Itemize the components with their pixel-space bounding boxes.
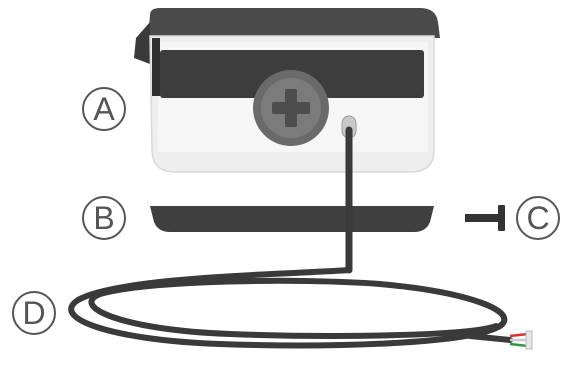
callout-d-label: D: [22, 297, 45, 329]
part-c-screw: [465, 205, 505, 231]
cable-lead: [470, 336, 510, 340]
callout-a-label: A: [93, 93, 114, 125]
callout-b: B: [82, 196, 126, 240]
housing-left-tab: [134, 22, 150, 64]
part-b-base-plate: [150, 206, 434, 232]
part-a-housing: [134, 8, 440, 172]
cable-coil-inner: [91, 294, 496, 336]
housing-left-stripe: [152, 38, 160, 96]
housing-top-cap: [148, 8, 440, 38]
cable-wire-ends: [510, 331, 532, 349]
callout-c: C: [516, 196, 560, 240]
wire-green: [510, 344, 528, 346]
callout-a: A: [82, 87, 126, 131]
base-plate-shape: [150, 206, 434, 232]
callout-d: D: [12, 291, 56, 335]
screw-shaft: [465, 214, 503, 222]
wire-red: [510, 334, 528, 336]
callout-c-label: C: [526, 202, 549, 234]
screw-head-side: [498, 205, 505, 231]
callout-b-label: B: [93, 202, 114, 234]
wire-tips: [526, 331, 532, 349]
